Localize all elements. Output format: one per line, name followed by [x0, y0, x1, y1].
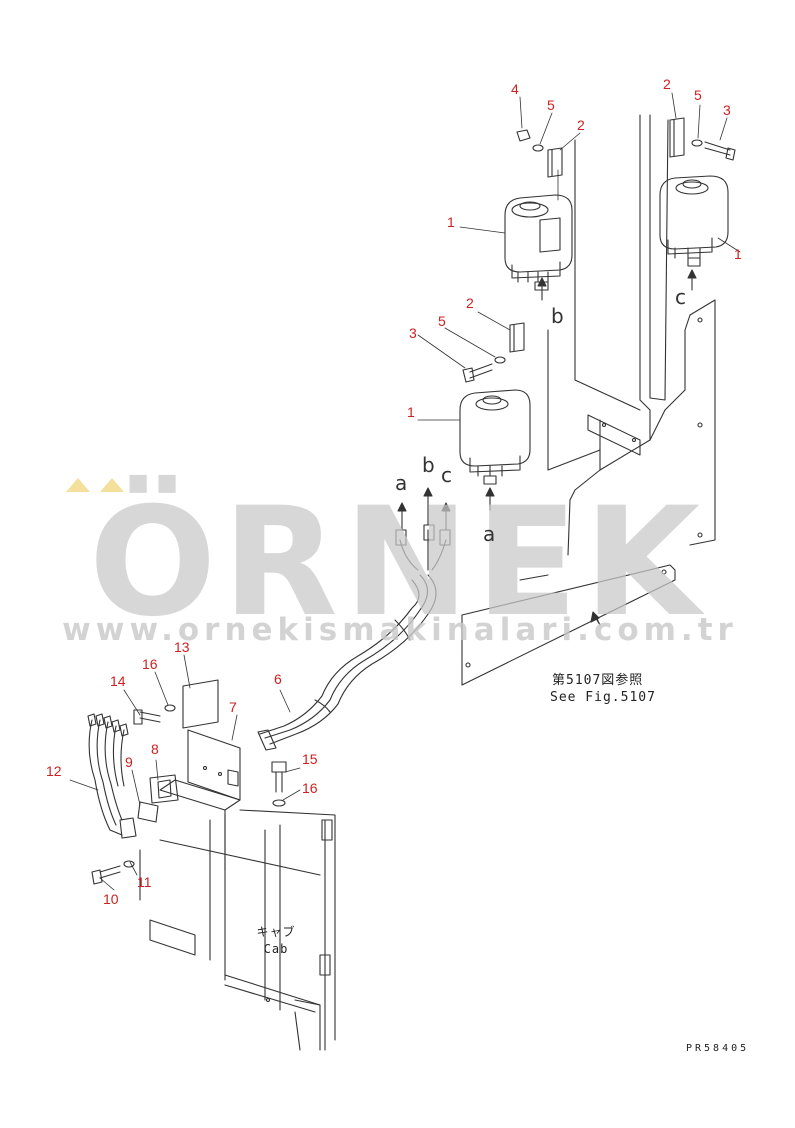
part-label-2: 2 — [466, 295, 474, 311]
part-label-5: 5 — [438, 313, 446, 329]
cab-label-english: Cab — [263, 942, 289, 956]
connection-label-c: c — [675, 285, 686, 309]
part-label-10: 10 — [103, 891, 119, 907]
fasteners-upper — [462, 129, 736, 383]
part-label-2: 2 — [577, 117, 585, 133]
part-label-3: 3 — [723, 102, 731, 118]
watermark-accent-marks — [66, 478, 134, 497]
part-label-3: 3 — [409, 325, 417, 341]
fasteners-lower — [91, 704, 287, 885]
part-label-16: 16 — [302, 780, 318, 796]
reference-note-english: See Fig.5107 — [550, 690, 656, 705]
part-label-8: 8 — [151, 741, 159, 757]
part-label-1: 1 — [734, 246, 742, 262]
connection-label-b: b — [422, 453, 435, 477]
part-label-9: 9 — [125, 754, 133, 770]
cab-label-japanese: キャブ — [256, 925, 296, 939]
wire-harness — [87, 713, 137, 839]
washer-tank-upper — [504, 194, 573, 291]
washer-tank-right — [659, 175, 729, 267]
connection-arrows — [397, 269, 697, 626]
reference-note-japanese: 第5107図参照 — [552, 673, 644, 688]
part-label-5: 5 — [694, 87, 702, 103]
mounting-bracket — [547, 114, 716, 556]
part-label-15: 15 — [302, 751, 318, 767]
hose-harness — [257, 524, 451, 751]
support-plate — [461, 564, 676, 686]
part-label-12: 12 — [46, 763, 62, 779]
connection-label-c: c — [441, 463, 452, 487]
part-label-1: 1 — [407, 404, 415, 420]
connection-label-a: a — [483, 522, 496, 546]
watermark-url: www.ornekismakinalari.com.tr — [62, 612, 738, 648]
connection-label-b: b — [551, 304, 564, 328]
part-label-4: 4 — [511, 81, 519, 97]
clamp-brackets — [509, 117, 685, 353]
part-label-1: 1 — [447, 214, 455, 230]
leader-lines — [69, 92, 741, 891]
drawing-number: PR58405 — [686, 1043, 750, 1054]
part-label-13: 13 — [174, 639, 190, 655]
watermark-brand: ÖRNEK — [88, 476, 707, 650]
part-label-11: 11 — [137, 874, 152, 890]
part-label-5: 5 — [547, 97, 555, 113]
part-label-6: 6 — [274, 671, 282, 687]
part-label-2: 2 — [663, 76, 671, 92]
washer-tank-lower — [459, 389, 531, 485]
cab-structure — [139, 809, 336, 1051]
part-label-14: 14 — [110, 673, 126, 689]
part-label-16: 16 — [142, 656, 158, 672]
part-label-7: 7 — [229, 699, 237, 715]
connection-label-a: a — [395, 471, 408, 495]
